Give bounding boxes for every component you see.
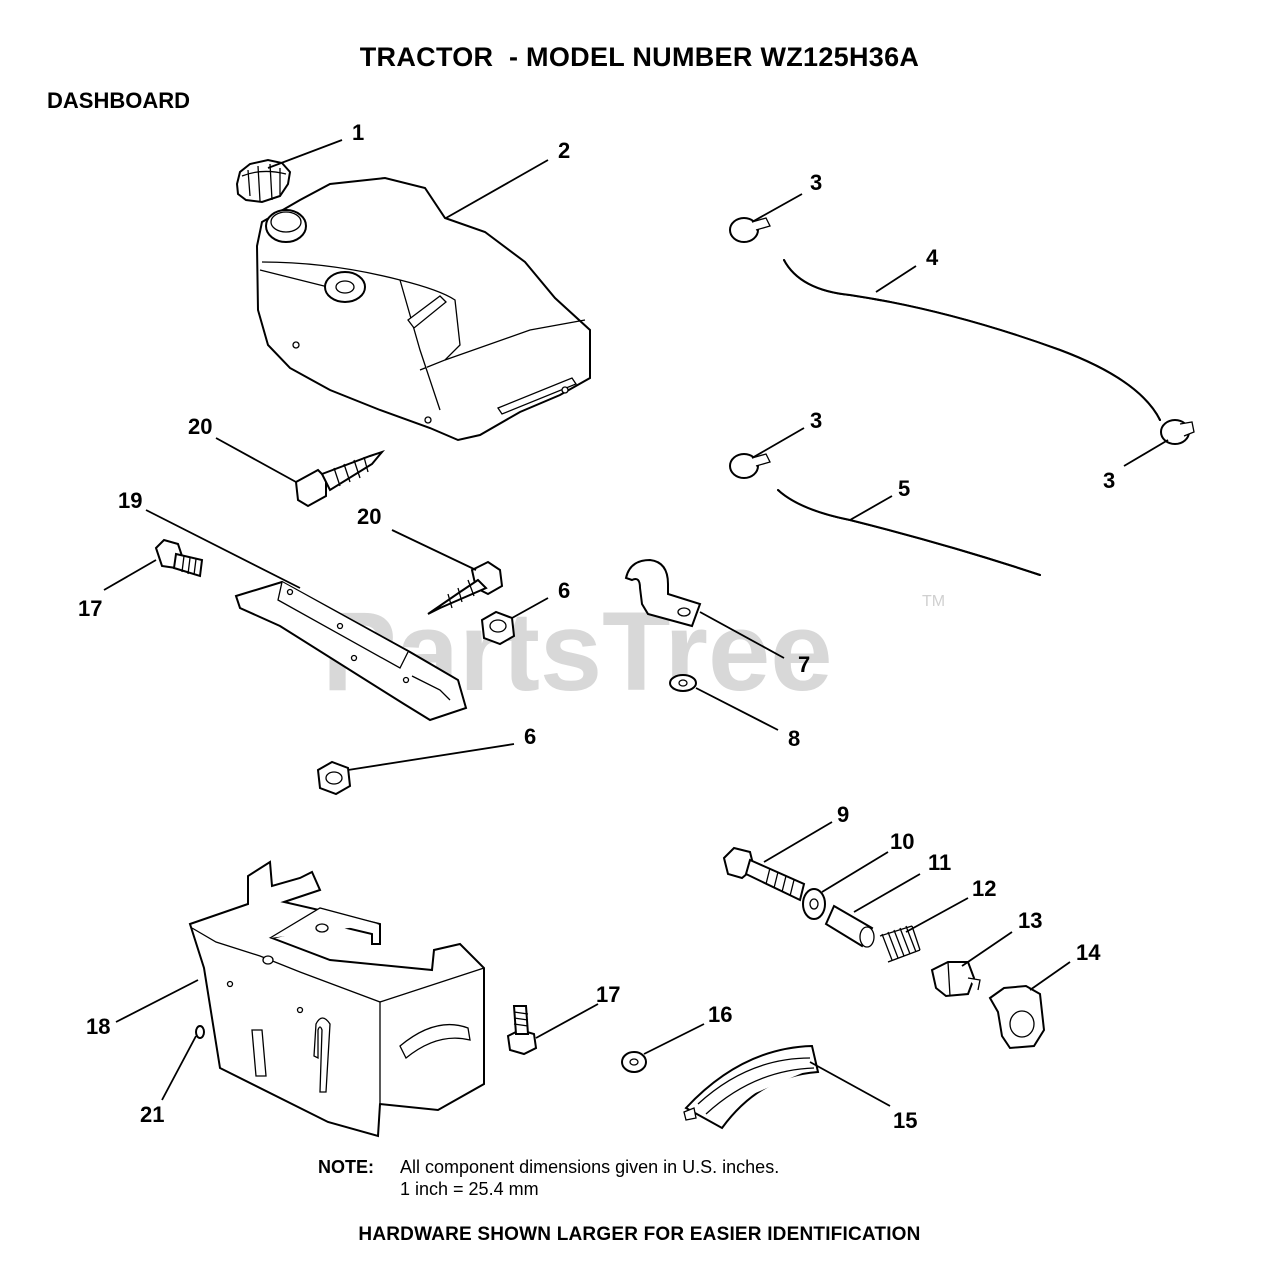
note-label: NOTE:: [318, 1157, 374, 1177]
part-4-fuel-hose[interactable]: [783, 259, 1161, 421]
callout-numbers: 1 2 3 3 3 4 5 6 6 7 8 9 10 11 12 13 14 1…: [78, 120, 1115, 1133]
part-15-indicator-plate[interactable]: [683, 1044, 820, 1130]
callout-3c: 3: [1103, 468, 1115, 493]
part-7-p-clamp[interactable]: [624, 558, 702, 628]
callout-3b: 3: [810, 408, 822, 433]
part-11-spacer[interactable]: [824, 904, 875, 948]
callout-11: 11: [928, 850, 951, 875]
callout-13: 13: [1018, 908, 1042, 933]
part-17-bolt-lower[interactable]: [506, 1005, 538, 1056]
callout-9: 9: [837, 802, 849, 827]
part-20-screw-upper[interactable]: [294, 449, 386, 508]
part-12-spring[interactable]: [879, 925, 921, 963]
page-title: TRACTOR - MODEL NUMBER WZ125H36A: [359, 42, 920, 72]
callout-1: 1: [352, 120, 364, 145]
callout-10: 10: [890, 829, 914, 854]
dimension-note: NOTE: All component dimensions given in U…: [318, 1156, 779, 1200]
part-21-rivet[interactable]: [195, 1025, 205, 1039]
note-line-2: 1 inch = 25.4 mm: [400, 1179, 539, 1199]
callout-21: 21: [140, 1102, 164, 1127]
part-1-fuel-cap[interactable]: [235, 158, 292, 204]
part-13-insert[interactable]: [930, 961, 981, 998]
part-5-fuel-hose[interactable]: [777, 489, 1041, 576]
callout-16: 16: [708, 1002, 732, 1027]
part-3-hose-clamp-c[interactable]: [1160, 419, 1195, 445]
callout-7: 7: [798, 652, 810, 677]
callout-12: 12: [972, 876, 996, 901]
leader-lines: [103, 139, 1169, 1107]
part-9-bolt[interactable]: [722, 846, 806, 902]
callout-8: 8: [788, 726, 800, 751]
callout-6b: 6: [524, 724, 536, 749]
callout-4: 4: [926, 245, 939, 270]
part-14-knob[interactable]: [988, 984, 1046, 1050]
part-2-dash-cover[interactable]: [255, 176, 591, 442]
part-6-nut-lower[interactable]: [316, 760, 352, 796]
part-20-screw-lower[interactable]: [427, 560, 504, 615]
callout-17a: 17: [78, 596, 102, 621]
part-16-nut[interactable]: [621, 1051, 647, 1073]
callout-15: 15: [893, 1108, 917, 1133]
part-8-washer[interactable]: [669, 674, 697, 692]
callout-2: 2: [558, 138, 570, 163]
callout-17b: 17: [596, 982, 620, 1007]
callout-20a: 20: [188, 414, 212, 439]
footer-text: HARDWARE SHOWN LARGER FOR EASIER IDENTIF…: [358, 1224, 921, 1245]
part-17-bolt-upper[interactable]: [154, 538, 204, 578]
part-19-bracket[interactable]: [234, 580, 468, 722]
callout-6a: 6: [558, 578, 570, 603]
part-6-nut-upper[interactable]: [480, 610, 516, 646]
section-title: DASHBOARD: [47, 88, 190, 113]
part-10-washer[interactable]: [802, 888, 826, 920]
callout-14: 14: [1076, 940, 1101, 965]
callout-18: 18: [86, 1014, 110, 1039]
callout-5: 5: [898, 476, 910, 501]
part-3-hose-clamp-a[interactable]: [729, 217, 771, 243]
watermark-trademark: TM: [922, 593, 945, 610]
callout-20b: 20: [357, 504, 381, 529]
callout-19: 19: [118, 488, 142, 513]
callout-3a: 3: [810, 170, 822, 195]
note-line-1: All component dimensions given in U.S. i…: [400, 1157, 780, 1177]
part-3-hose-clamp-b[interactable]: [729, 453, 771, 479]
part-18-dashboard-panel[interactable]: [188, 860, 485, 1138]
